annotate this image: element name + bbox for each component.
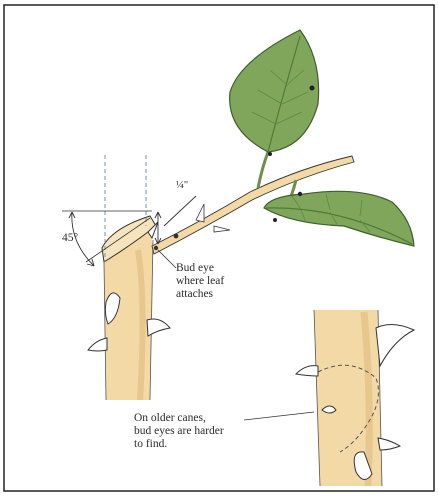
older-cane bbox=[314, 310, 382, 486]
older-canes-label-line2: bud eyes are harder bbox=[134, 425, 224, 438]
older-canes-label-line3: to find. bbox=[134, 438, 167, 451]
bud-eye-label-line1: Bud eye bbox=[176, 262, 214, 275]
bud-eye-label-line3: attaches bbox=[176, 288, 213, 301]
angle-label: 45° bbox=[62, 232, 78, 245]
bud-eye-label-line2: where leaf bbox=[176, 275, 224, 288]
distance-label: ¼" bbox=[176, 180, 188, 193]
older-canes-label-line1: On older canes, bbox=[134, 412, 206, 425]
